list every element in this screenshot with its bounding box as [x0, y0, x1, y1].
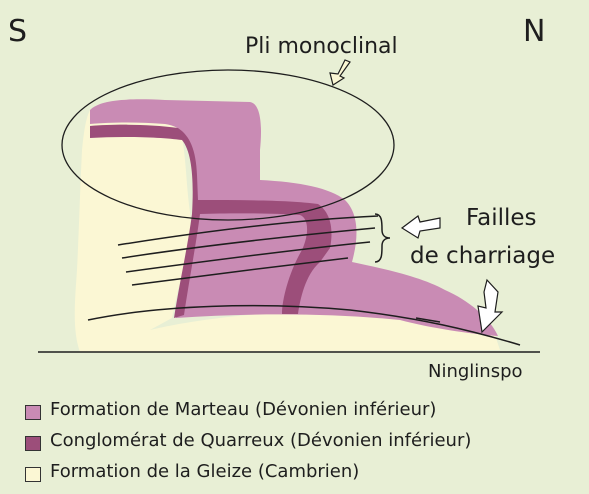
faults-pointer-arrow-2 — [478, 280, 502, 332]
faults-label-line2: de charriage — [410, 243, 555, 269]
legend-swatch-quarreux — [25, 436, 41, 451]
legend-swatch-marteau — [25, 405, 41, 420]
fold-label: Pli monoclinal — [245, 34, 398, 59]
legend-label-marteau: Formation de Marteau (Dévonien inférieur… — [50, 399, 436, 420]
south-label: S — [8, 14, 27, 49]
north-label: N — [523, 14, 545, 49]
legend-swatch-gleize — [25, 467, 41, 482]
place-label: Ninglinspo — [428, 361, 523, 382]
fold-pointer-arrow — [330, 60, 350, 85]
faults-label-line1: Failles — [466, 205, 537, 231]
legend-label-quarreux: Conglomérat de Quarreux (Dévonien inféri… — [50, 430, 471, 451]
legend-label-gleize: Formation de la Gleize (Cambrien) — [50, 461, 359, 482]
fault-brace — [375, 214, 390, 262]
faults-pointer-arrow — [402, 216, 440, 238]
